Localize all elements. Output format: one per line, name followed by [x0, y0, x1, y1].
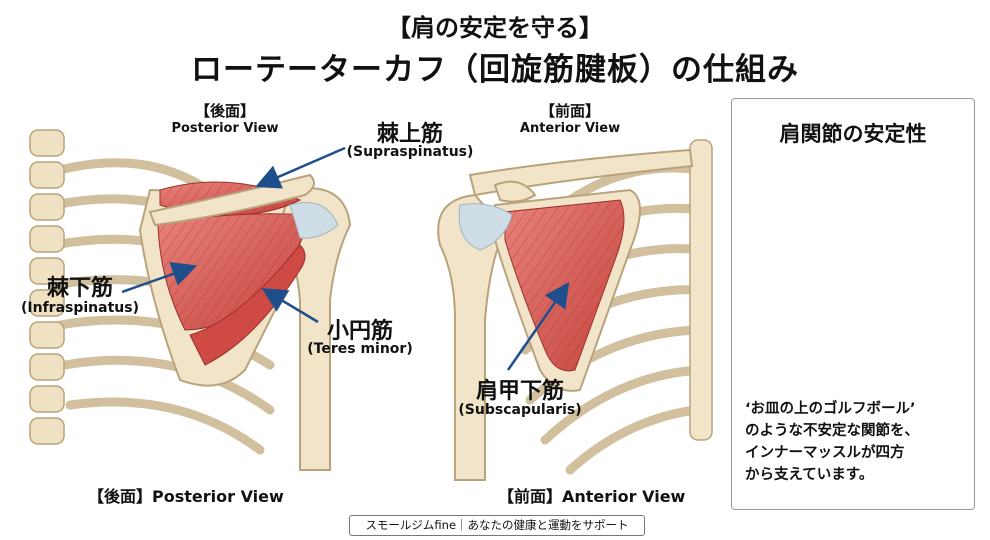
anterior-bottom-label: 【前面】Anterior View [498, 483, 685, 507]
anterior-view-subheading: Anterior View [495, 121, 645, 136]
teres-minor-english-label: (Teres minor) [290, 341, 430, 357]
header-subtitle: 【肩の安定を守る】 [0, 8, 990, 43]
infraspinatus-label: 棘下筋 [15, 270, 145, 302]
posterior-view-heading: 【後面】 [165, 100, 285, 121]
subscapularis-english-label: (Subscapularis) [440, 402, 600, 418]
stability-panel-description: ‘お皿の上のゴルフボール’ のような不安定な関節を、 インナーマッスルが四方 か… [745, 398, 963, 486]
footer-credit: スモールジムfine｜あなたの健康と運動をサポート [349, 515, 645, 536]
subscapularis-label: 肩甲下筋 [455, 373, 585, 405]
infraspinatus-english-label: (Infraspinatus) [5, 300, 155, 316]
supraspinatus-english-label: (Supraspinatus) [325, 144, 495, 160]
posterior-view-subheading: Posterior View [150, 121, 300, 136]
stability-line-2: のような不安定な関節を、 [745, 420, 963, 442]
stability-line-4: から支えています。 [745, 464, 963, 486]
page-title: ローテーターカフ（回旋筋腱板）の仕組み [0, 44, 990, 89]
anterior-sternum [690, 140, 712, 440]
anterior-view-heading: 【前面】 [510, 100, 630, 121]
stability-line-1: ‘お皿の上のゴルフボール’ [745, 398, 963, 420]
stability-line-3: インナーマッスルが四方 [745, 442, 963, 464]
posterior-bottom-label: 【後面】Posterior View [88, 483, 284, 507]
anterior-view-drawing [438, 140, 712, 480]
stability-panel-title: 肩関節の安定性 [731, 118, 975, 148]
